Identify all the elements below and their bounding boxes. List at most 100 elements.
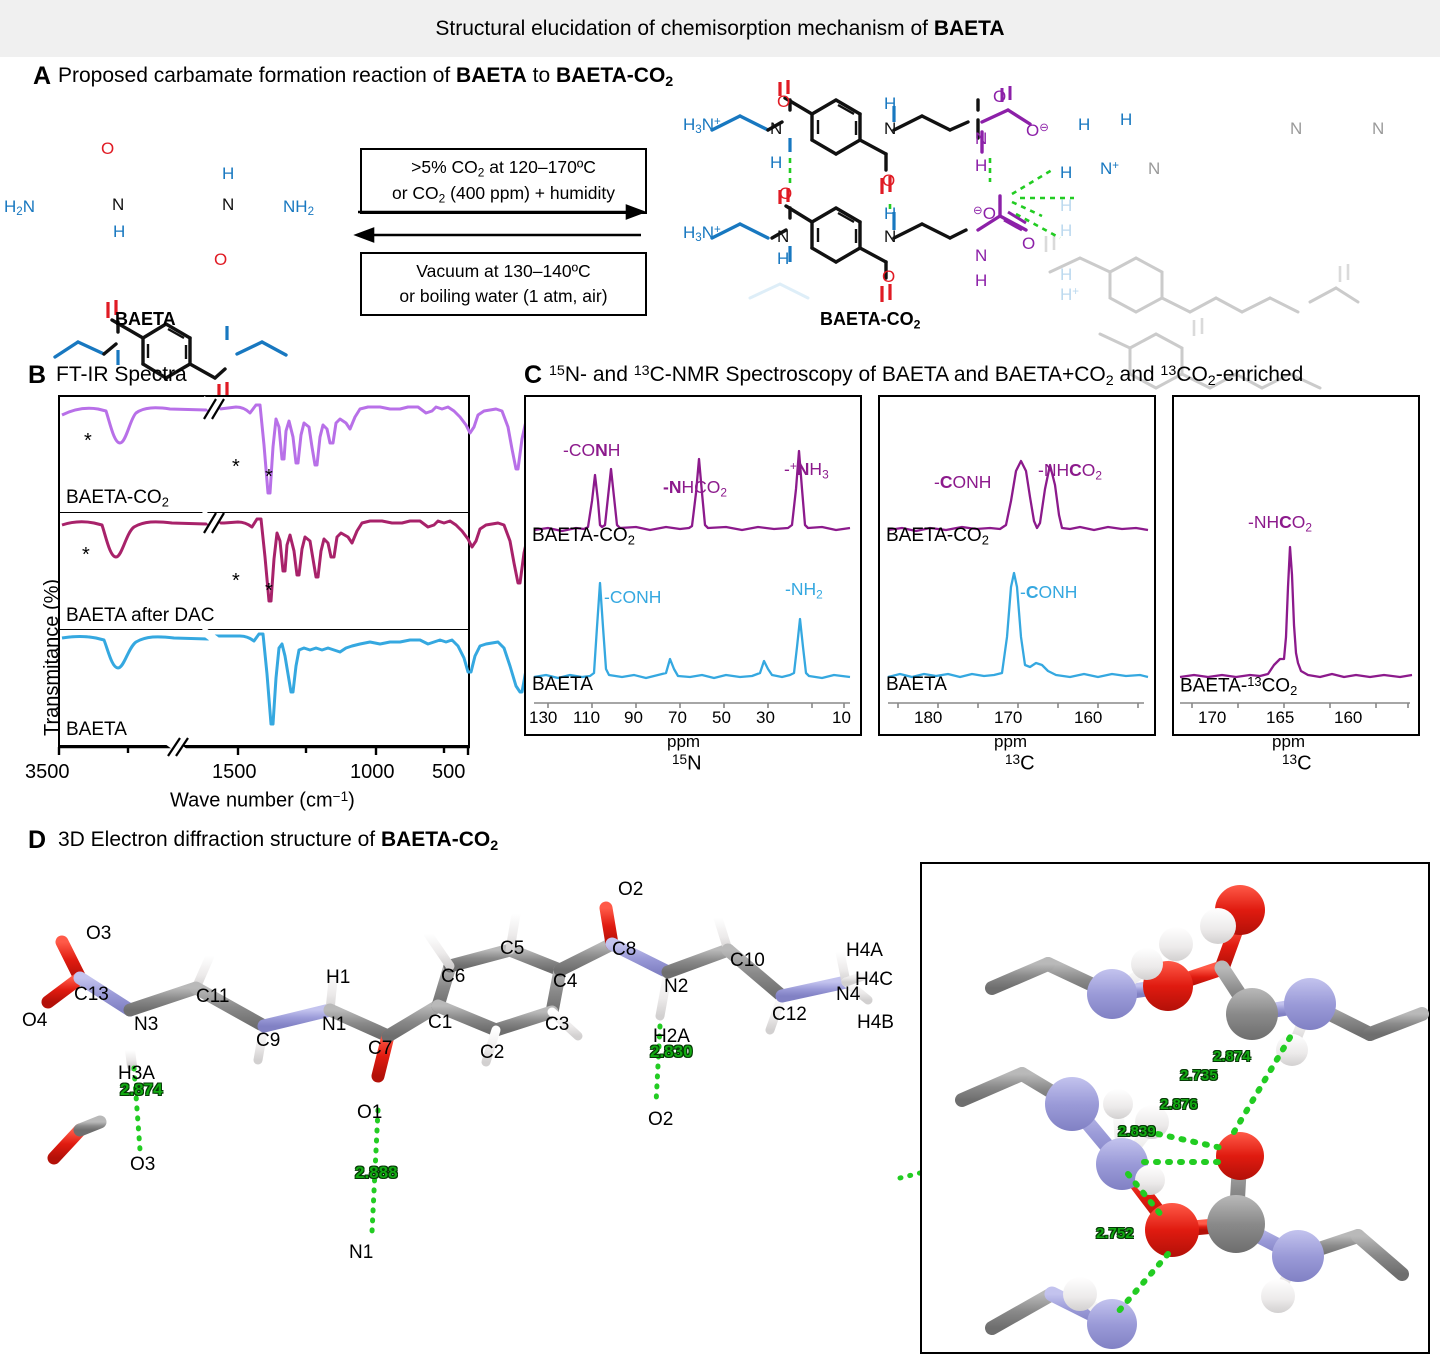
- co2-h-carb-top: H: [975, 156, 988, 175]
- co2-faded-n1: N: [1148, 159, 1161, 178]
- crystal-atom-label-n2-21: N2: [664, 976, 689, 997]
- co2-n-b1: N: [884, 227, 897, 246]
- atom-nh2: NH2: [283, 197, 314, 219]
- panel-a-letter: A: [33, 62, 52, 90]
- nmr-box-15n: -CONH -NHCO2 -+NH3 BAETA-CO2 -CONH -NH2 …: [524, 395, 862, 751]
- panel-c-title: 15N- and 13C-NMR Spectroscopy of BAETA a…: [549, 363, 1304, 389]
- co2-o-b1: O: [882, 171, 896, 190]
- fwd-l2-pre: or CO: [391, 183, 439, 204]
- crystal-atom-label-c2-14: C2: [480, 1042, 505, 1063]
- nmr-13c-a-tick-0: 180: [914, 708, 943, 727]
- fwd-l1-post: at 120–170ºC: [484, 157, 596, 177]
- nmr-13c-a-bot-sample: BAETA: [886, 674, 947, 695]
- fwd-l1-pre: >5% CO: [411, 157, 478, 177]
- panel-a-title-p3: BAETA-CO: [556, 64, 666, 87]
- nmr-15n-tick-5: 30: [756, 708, 775, 727]
- crystal-atom-label-n3-3: N3: [134, 1014, 159, 1035]
- nmr-13c-b-tick-1: 165: [1266, 708, 1295, 727]
- atom-h-right: H: [222, 164, 235, 183]
- banner-title-bold: BAETA: [933, 16, 1005, 40]
- baeta-co2-skeleton: [710, 80, 1360, 390]
- co2-o-carb-bot2: O: [1022, 234, 1036, 253]
- crystal-atom-label-c12-25: C12: [772, 1004, 807, 1025]
- crystal-atom-label-o2-20: O2: [618, 879, 644, 900]
- atom-o-right: O: [214, 250, 228, 269]
- rev-l1: Vacuum at 130–140ºC: [416, 261, 591, 281]
- svg-text:*: *: [265, 466, 273, 488]
- nmr-13c-a-top-peak-1: -CONH: [934, 472, 992, 492]
- crystal-atom-label-h1-8: H1: [326, 967, 351, 988]
- crystal-inset-svg: [955, 885, 1429, 1349]
- crystal-atom-label-c10-24: C10: [730, 950, 765, 971]
- co2-faded-h3: H: [1060, 265, 1073, 284]
- baeta-skeleton: [53, 300, 288, 400]
- nmr-13c-b-tick-0: 170: [1198, 708, 1227, 727]
- panel-d-title: 3D Electron diffraction structure of BAE…: [58, 828, 499, 854]
- crystal-distance-inset-3: 2.839: [1118, 1123, 1156, 1140]
- ir-box-baeta-dac: * * * BAETA after DAC: [58, 510, 567, 630]
- crystal-atom-label-c8-19: C8: [612, 939, 637, 960]
- crystal-atom-label-c11-4: C11: [196, 986, 230, 1007]
- nmr-13c-a-tick-1: 170: [994, 708, 1023, 727]
- crystal-atom-label-h4a-27: H4A: [846, 940, 883, 961]
- nmr-15n-axis: [534, 702, 850, 708]
- co2-h-b2: H: [884, 94, 897, 113]
- atom-o-left: O: [101, 139, 115, 158]
- crystal-structure-main: [41, 901, 943, 1235]
- co2-n-carb-top: N: [975, 129, 988, 148]
- crystal-atom-label-c7-10: C7: [368, 1038, 393, 1059]
- reverse-conditions-box: Vacuum at 130–140ºC or boiling water (1 …: [360, 252, 647, 316]
- nmr-13c-b-sample: BAETA-13CO2: [1180, 674, 1298, 699]
- ir-tick-3500: 3500: [25, 761, 70, 783]
- fwd-l2-post: (400 ppm) + humidity: [445, 183, 616, 204]
- crystal-distance-inset-2: 2.876: [1160, 1096, 1198, 1113]
- crystal-distance-inset-1: 2.735: [1180, 1067, 1218, 1084]
- nmr-13c-a-footer: 13C: [1005, 752, 1035, 775]
- nmr-15n-tick-6: 10: [832, 708, 851, 727]
- co2-n-carb-bot: N: [975, 246, 988, 265]
- ir-xlabel: Wave number (cm−1): [170, 789, 355, 812]
- nmr-15n-top-peak-3: -+NH3: [784, 459, 829, 482]
- co2-o-carb-bot1: ⊖O: [973, 204, 996, 223]
- nmr-13c-b-ppm: ppm: [1272, 732, 1306, 751]
- panel-b-letter: B: [28, 361, 47, 389]
- crystal-atom-label-h3a-6: H3A: [118, 1063, 155, 1084]
- atom-h2n: H2N: [4, 197, 35, 219]
- nmr-15n-svg: [533, 449, 851, 680]
- nmr-15n-tick-3: 70: [668, 708, 687, 727]
- ir-tick-1000: 1000: [350, 761, 395, 783]
- figure-banner: Structural elucidation of chemisorption …: [0, 0, 1440, 57]
- crystal-atom-label-c4-16: C4: [553, 971, 578, 992]
- svg-text:*: *: [265, 580, 273, 602]
- nmr-15n-bot-peak-1: -CONH: [604, 587, 662, 607]
- crystal-distance-inset-4: 2.752: [1096, 1225, 1134, 1242]
- panel-b-ylabel: Transmitance (%): [41, 578, 63, 736]
- crystal-distance-main-2: 2.830: [650, 1042, 693, 1061]
- crystal-atom-label-o2-23: O2: [648, 1109, 674, 1130]
- crystal-atom-label-o3-7: O3: [130, 1154, 156, 1175]
- panel-a-title-p1: BAETA: [456, 64, 527, 87]
- crystal-atom-label-c5-17: C5: [500, 938, 525, 959]
- nmr-15n-top-peak-2: -NHCO2: [663, 477, 727, 500]
- svg-text:*: *: [232, 456, 240, 478]
- nmr-15n-tick-1: 110: [573, 708, 601, 727]
- co2-o-b2: O: [882, 267, 896, 286]
- rev-l2: or boiling water (1 atm, air): [399, 285, 608, 306]
- crystal-atom-label-o3-0: O3: [86, 923, 112, 944]
- ir-asterisk: *: [84, 430, 92, 452]
- crystal-atom-label-c6-18: C6: [441, 966, 466, 987]
- crystal-atom-label-h4c-28: H4C: [855, 969, 894, 990]
- crystal-atom-label-h2a-22: H2A: [653, 1026, 690, 1047]
- ir-tick-1500: 1500: [212, 761, 257, 783]
- ir-label-baeta-co2: BAETA-CO2: [66, 487, 169, 510]
- nmr-13c-a-top-peak-2: -NHCO2: [1038, 460, 1102, 483]
- co2-h-amine-3: H: [1060, 163, 1073, 182]
- ir-xaxis: [57, 735, 470, 761]
- crystal-atom-label-c13-1: C13: [74, 984, 109, 1005]
- banner-title-pre: Structural elucidation of chemisorption …: [435, 16, 934, 40]
- co2-n-a2: N: [777, 227, 790, 246]
- crystal-atom-label-n1-12: N1: [349, 1242, 374, 1263]
- panel-c-letter: C: [524, 361, 543, 389]
- panel-a-title-p0: Proposed carbamate formation reaction of: [58, 64, 457, 87]
- crystal-atom-label-c9-5: C9: [256, 1030, 281, 1051]
